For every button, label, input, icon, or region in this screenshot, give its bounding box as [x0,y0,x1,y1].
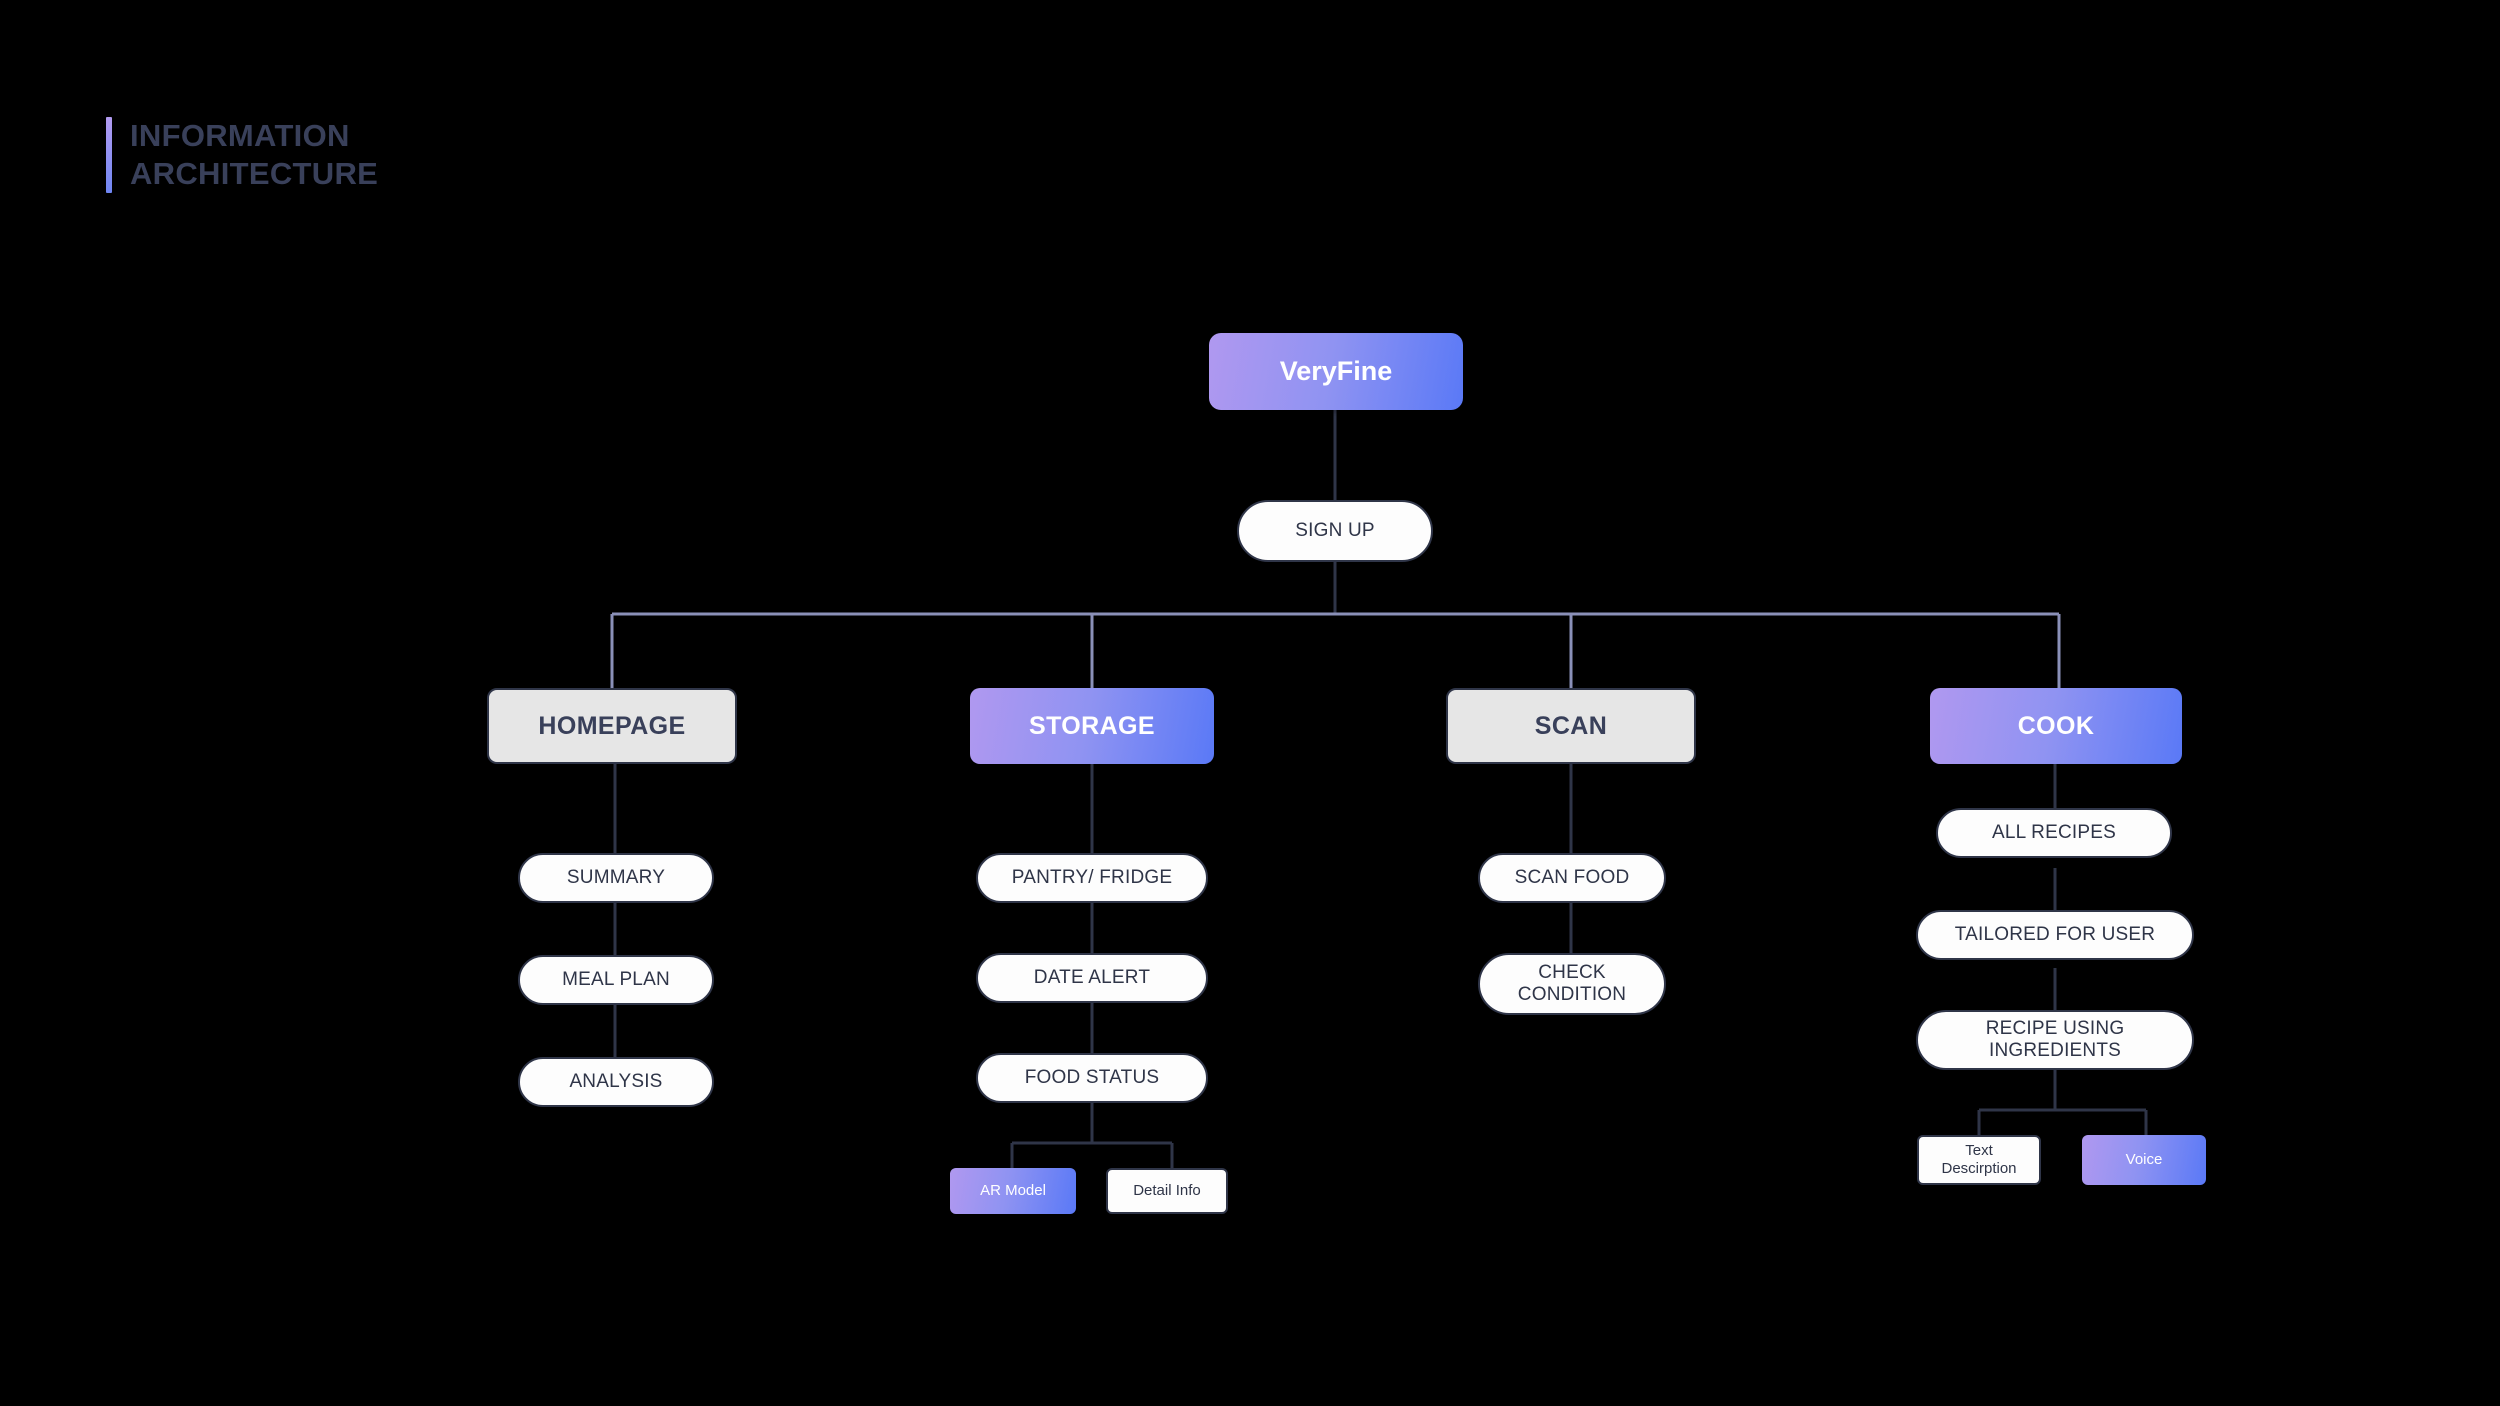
node-scan-food[interactable]: SCAN FOOD [1478,853,1666,903]
title-text: INFORMATION ARCHITECTURE [130,118,379,191]
node-pantry-fridge[interactable]: PANTRY/ FRIDGE [976,853,1208,903]
node-meal-plan[interactable]: MEAL PLAN [518,955,714,1005]
node-text-description[interactable]: Text Descirption [1917,1135,2041,1185]
node-sign-up[interactable]: SIGN UP [1237,500,1433,562]
node-homepage[interactable]: HOMEPAGE [487,688,737,764]
node-date-alert[interactable]: DATE ALERT [976,953,1208,1003]
node-analysis[interactable]: ANALYSIS [518,1057,714,1107]
node-scan[interactable]: SCAN [1446,688,1696,764]
node-voice[interactable]: Voice [2082,1135,2206,1185]
page-title: INFORMATION ARCHITECTURE [106,117,378,193]
node-detail-info[interactable]: Detail Info [1106,1168,1228,1214]
node-recipe-using-ingredients[interactable]: RECIPE USING INGREDIENTS [1916,1010,2194,1070]
node-veryfine[interactable]: VeryFine [1209,333,1463,410]
node-cook[interactable]: COOK [1930,688,2182,764]
node-storage[interactable]: STORAGE [970,688,1214,764]
node-summary[interactable]: SUMMARY [518,853,714,903]
node-food-status[interactable]: FOOD STATUS [976,1053,1208,1103]
node-check-condition[interactable]: CHECK CONDITION [1478,953,1666,1015]
node-all-recipes[interactable]: ALL RECIPES [1936,808,2172,858]
node-tailored-for-user[interactable]: TAILORED FOR USER [1916,910,2194,960]
title-accent-bar [106,117,112,193]
node-ar-model[interactable]: AR Model [950,1168,1076,1214]
